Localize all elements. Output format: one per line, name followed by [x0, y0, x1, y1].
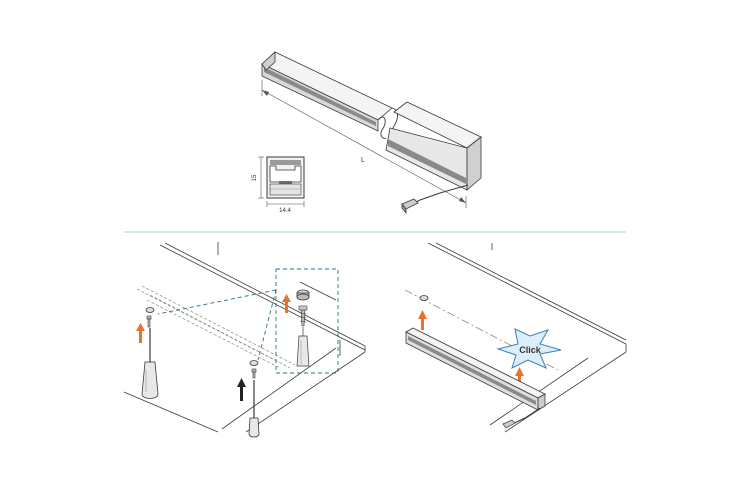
step-mount-clips [123, 242, 366, 438]
detail-clip [296, 281, 337, 301]
step-click-profile: Click [404, 242, 627, 433]
mounting-clip-icon [249, 360, 259, 366]
black-up-arrow-icon [237, 378, 246, 401]
detail-callout [157, 268, 339, 374]
orange-up-arrow-icon [282, 294, 291, 313]
screw-icon [146, 315, 152, 328]
orange-up-arrow-icon [136, 323, 145, 343]
mounting-clip-icon [145, 307, 155, 313]
mounting-axis [404, 289, 559, 371]
connector-plug-icon [401, 198, 419, 215]
orange-up-arrow-icon [418, 310, 427, 330]
cabinet-panel-left [123, 242, 366, 433]
click-star-icon [496, 328, 562, 369]
click-label: Click [519, 345, 542, 355]
length-label: L [361, 157, 365, 164]
width-label: 14.4 [279, 208, 291, 214]
screwdriver-icon [141, 328, 159, 399]
led-profile-cable [511, 407, 541, 425]
screw-icon [298, 305, 308, 327]
screwdriver-icon [296, 327, 310, 367]
profile-bar-left [261, 51, 393, 132]
screw-icon [251, 368, 257, 379]
profile-overview: L 15 14.4 [252, 51, 482, 215]
break-mark-left [377, 116, 387, 139]
mounting-clip-icon [419, 295, 429, 301]
clip-guide-dashes [136, 285, 296, 369]
cross-section-dimensions [258, 156, 305, 207]
connector-plug-icon [502, 419, 516, 429]
screwdriver-icon [248, 380, 260, 438]
length-dimension [261, 80, 467, 208]
height-label: 15 [252, 174, 258, 181]
profile-bar-right [385, 101, 482, 191]
profile-cross-section [266, 156, 305, 199]
led-profile [405, 327, 546, 411]
